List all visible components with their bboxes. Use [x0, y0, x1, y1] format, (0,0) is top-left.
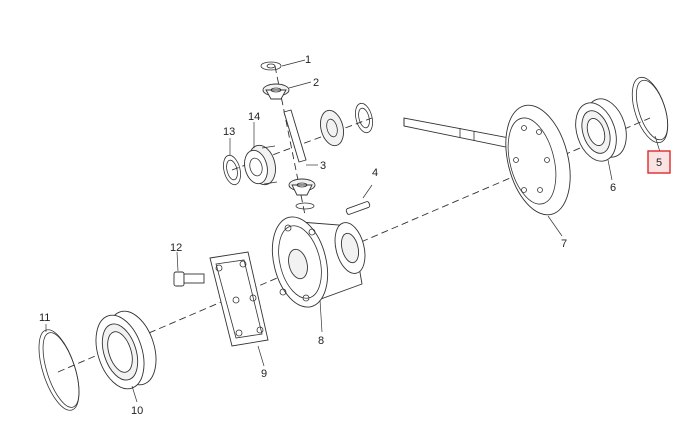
- part-5-snap-ring[interactable]: [625, 73, 675, 147]
- callout-14[interactable]: 14: [248, 111, 260, 123]
- lower-pinion-gear[interactable]: [288, 178, 316, 210]
- callout-13[interactable]: 13: [223, 126, 235, 138]
- callout-6[interactable]: 6: [610, 182, 616, 194]
- right-side-gear[interactable]: [317, 102, 375, 149]
- leader-lines: [45, 59, 661, 403]
- part-14-side-gear[interactable]: [241, 142, 279, 187]
- part-5-highlight-box: [647, 150, 671, 174]
- callout-9[interactable]: 9: [261, 368, 267, 380]
- part-2-pinion-gear[interactable]: [262, 83, 290, 100]
- part-11-snap-ring[interactable]: [31, 325, 87, 415]
- part-4-pin[interactable]: [345, 201, 371, 215]
- callout-4[interactable]: 4: [372, 167, 378, 179]
- callout-2[interactable]: 2: [313, 77, 319, 89]
- part-9-gasket-plate[interactable]: [209, 251, 269, 347]
- callout-7[interactable]: 7: [561, 238, 567, 250]
- part-1-pinion-washer[interactable]: [260, 61, 282, 71]
- callout-12[interactable]: 12: [170, 242, 182, 254]
- callout-3[interactable]: 3: [320, 160, 326, 172]
- part-8-differential-case[interactable]: [264, 211, 370, 313]
- part-6-bearing[interactable]: [569, 94, 634, 167]
- callout-11[interactable]: 11: [39, 312, 50, 324]
- callout-10[interactable]: 10: [131, 405, 143, 417]
- callout-1[interactable]: 1: [305, 54, 311, 66]
- part-12-bolt[interactable]: [173, 271, 205, 287]
- part-10-bearing[interactable]: [87, 305, 164, 395]
- part-13-thrust-washer[interactable]: [221, 154, 244, 187]
- part-3-cross-pin[interactable]: [283, 109, 307, 163]
- part-7-axle-shaft-flange[interactable]: [403, 98, 581, 221]
- callout-5[interactable]: 5: [656, 157, 662, 169]
- callout-8[interactable]: 8: [318, 335, 324, 347]
